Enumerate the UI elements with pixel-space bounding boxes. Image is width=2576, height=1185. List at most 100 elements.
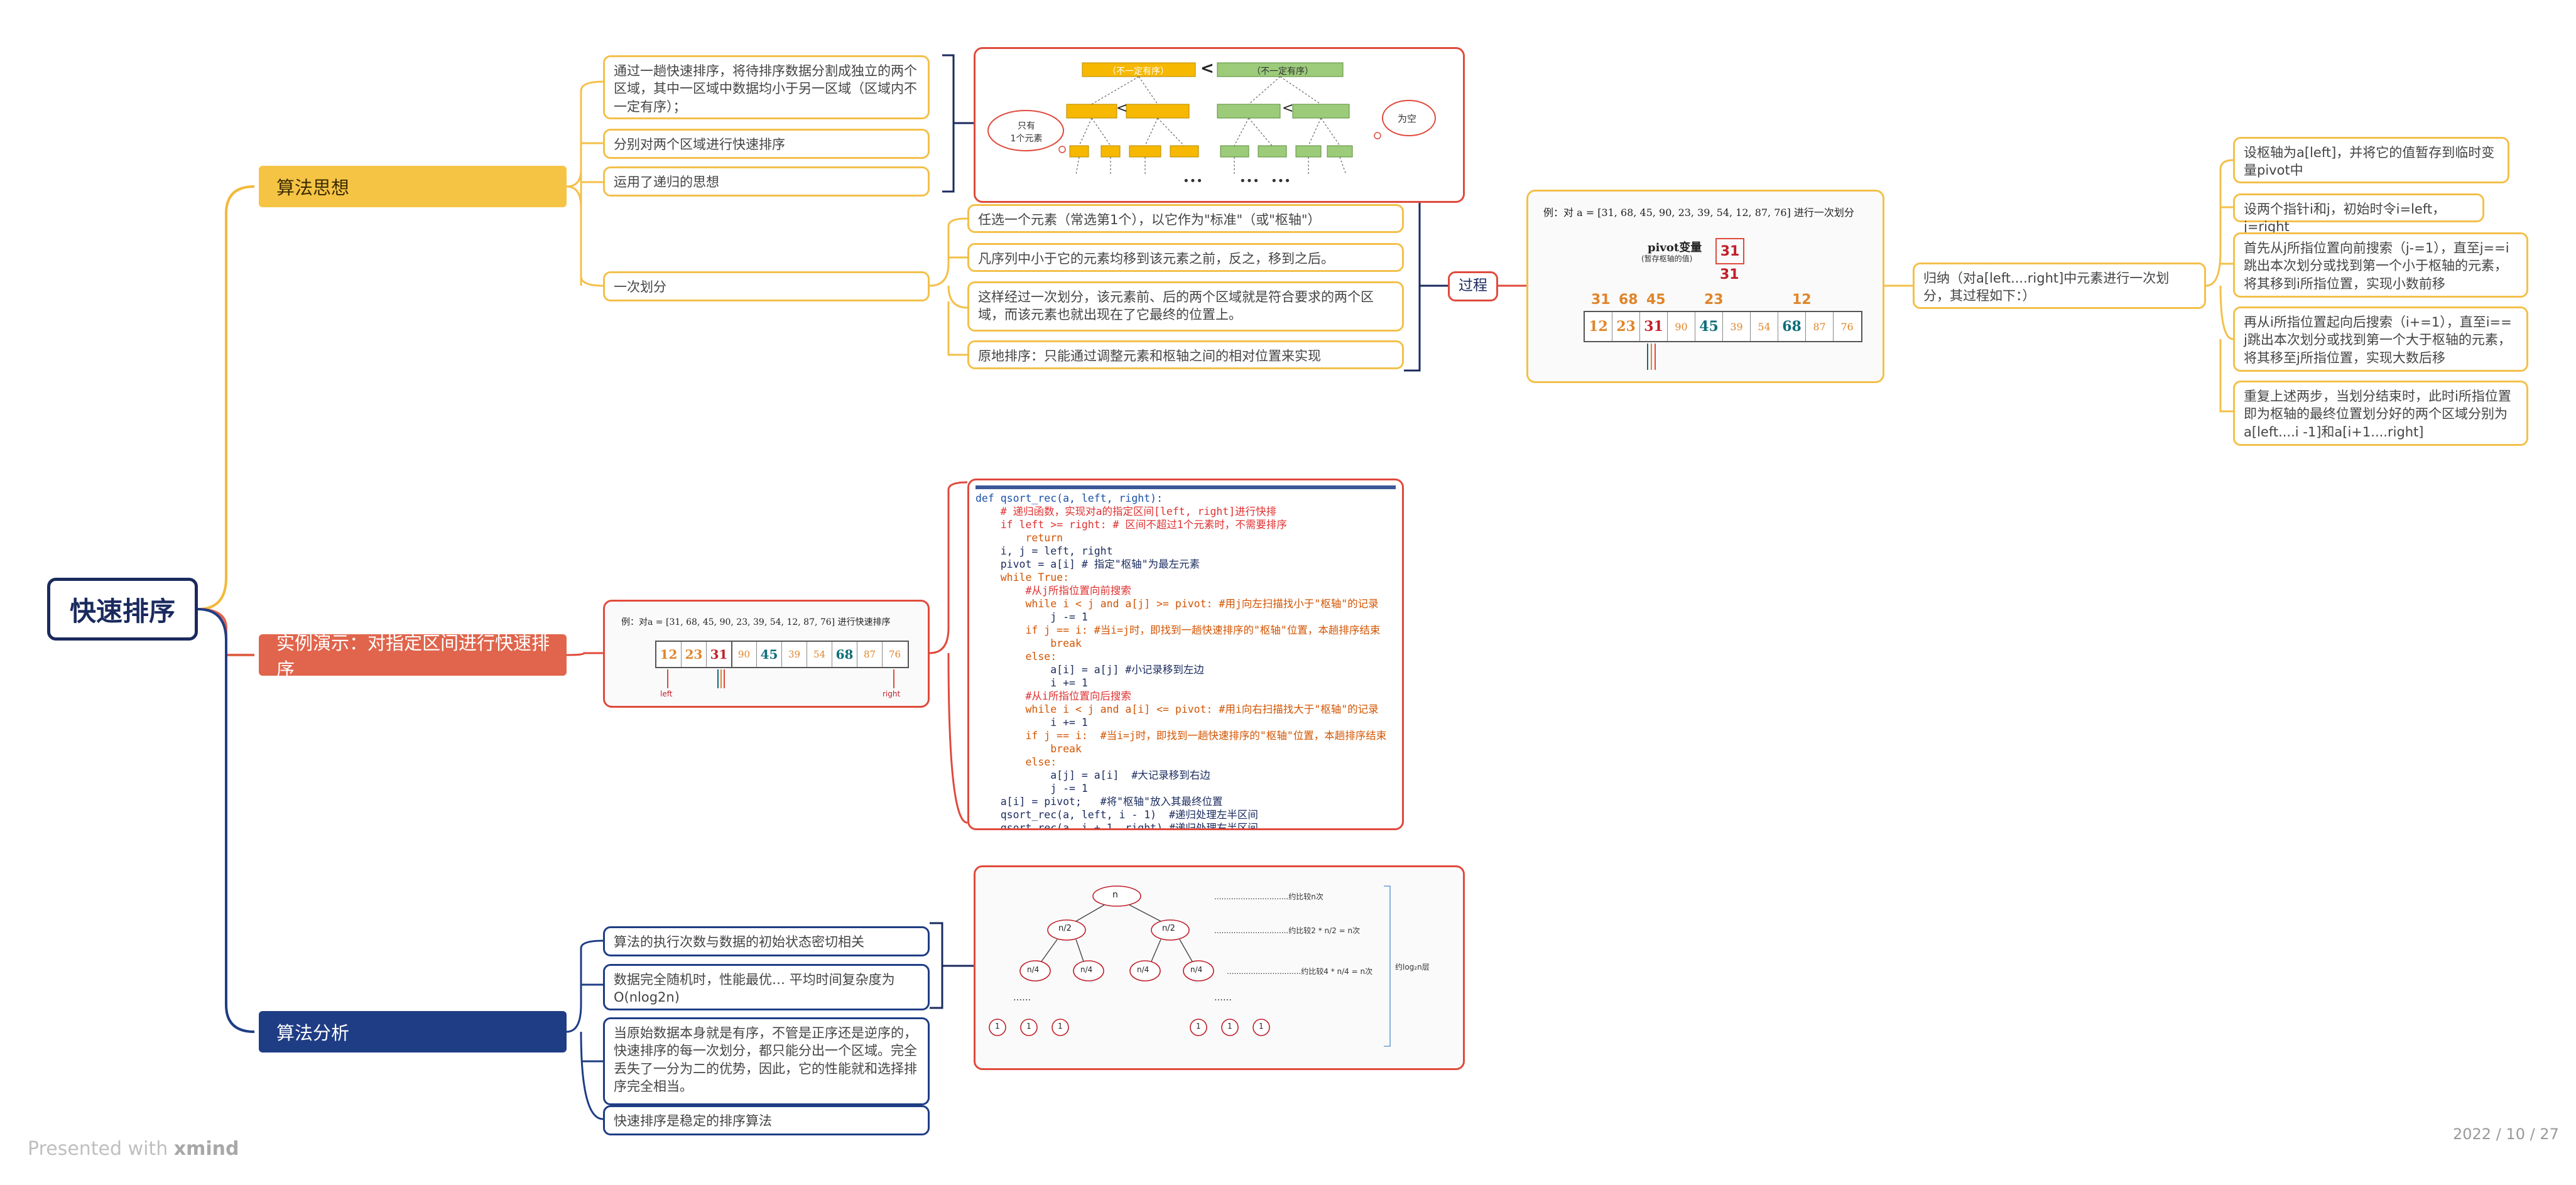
code-line: i, j = left, right — [976, 545, 1113, 557]
tree-leaf-1: 1 — [1196, 1022, 1201, 1031]
pointer-arrows — [1647, 344, 1656, 370]
step-5[interactable]: 重复上述两步，当划分结束时，此时i所指位置即为枢轴的最终位置划分好的两个区域分别… — [2233, 381, 2528, 446]
demo-cell: 90 — [732, 642, 757, 667]
complexity-tree — [989, 885, 1391, 1047]
partition-leaf-result[interactable]: 这样经过一次划分，该元素前、后的两个区域就是符合要求的两个区域，而该元素也就出现… — [967, 281, 1404, 332]
demo-cell: 87 — [857, 642, 883, 667]
diagram-less-than: < — [1200, 59, 1214, 78]
diagram-ellipsis-3: ••• — [1271, 175, 1291, 188]
diagram-ellipsis-1: ••• — [1183, 175, 1203, 188]
diagram-ellipsis-2: ••• — [1239, 175, 1259, 188]
demo-left-label: left — [660, 690, 673, 698]
diagram-less-than-3: < — [1282, 100, 1294, 116]
code-header-bar — [976, 485, 1396, 489]
demo-example-card[interactable]: 例：对a = [31, 68, 45, 90, 23, 39, 54, 12, … — [603, 600, 930, 708]
partition-leaf-in-place[interactable]: 原地排序：只能通过调整元素和枢轴之间的相对位置来实现 — [967, 340, 1404, 369]
tree-leaf-1: 1 — [1026, 1022, 1031, 1031]
top-number-2: 68 — [1619, 292, 1638, 308]
idea-leaf-partition-desc[interactable]: 通过一趟快速排序，将待排序数据分割成独立的两个区域，其中一区域中数据均小于另一区… — [603, 55, 930, 119]
code-card[interactable]: def qsort_rec(a, left, right): # 递归函数，实现… — [967, 479, 1404, 830]
tree-node-n: n — [1112, 890, 1118, 900]
code-line: j -= 1 — [976, 611, 1088, 623]
diagram-cloud-right: 为空 — [1398, 113, 1417, 124]
code-line: else: — [976, 651, 1057, 663]
analysis-leaf-stability[interactable]: 快速排序是稳定的排序算法 — [603, 1105, 930, 1135]
analysis-leaf-worst-case[interactable]: 当原始数据本身就是有序，不管是正序还是逆序的，快速排序的每一次划分，都只能分出一… — [603, 1017, 930, 1105]
demo-cell: 39 — [782, 642, 807, 667]
xmind-logo: xmind — [173, 1138, 239, 1160]
step-4[interactable]: 再从i所指位置起向后搜索（i+=1），直至i== j跳出本次划分或找到第一个大于… — [2233, 306, 2528, 372]
array-cell: 39 — [1723, 312, 1751, 341]
array-cell: 76 — [1840, 320, 1854, 333]
pivot-value-below: 31 — [1720, 267, 1739, 283]
array-cell: 31 — [1640, 312, 1668, 341]
pivot-variable-sub: (暂存枢轴的值) — [1641, 254, 1693, 263]
code-line: #从j所指位置向前搜索 — [976, 585, 1131, 597]
code-line: #从i所指位置向后搜索 — [976, 690, 1131, 702]
branch-demo[interactable]: 实例演示：对指定区间进行快速排序 — [259, 632, 567, 680]
tree-node-n2-right: n/2 — [1162, 924, 1175, 933]
tree-dots-right: …… — [1214, 993, 1232, 1003]
tree-node-n4: n/4 — [1080, 965, 1093, 974]
code-line: while i < j and a[j] >= pivot: #用j向左扫描找小… — [976, 598, 1379, 610]
diagram-label-top-right: （不一定有序） — [1252, 67, 1313, 77]
footer-date: 2022 / 10 / 27 — [2453, 1125, 2559, 1143]
demo-right-label: right — [883, 690, 901, 698]
diagram-label-top-left: （不一定有序） — [1107, 67, 1169, 77]
code-line: qsort_rec(a, i + 1, right) #递归处理右半区间 — [976, 822, 1258, 830]
idea-diagram-card[interactable]: （不一定有序） （不一定有序） < < < 只有 1个元素 为空 ••• •••… — [974, 47, 1465, 203]
idea-leaf-recursion[interactable]: 运用了递归的思想 — [603, 166, 930, 197]
code-line: while True: — [976, 571, 1070, 583]
array-cell: 68 — [1778, 312, 1806, 341]
partition-leaf-choose-pivot[interactable]: 任选一个元素（常选第1个），以它作为"标准"（或"枢轴"） — [967, 204, 1404, 233]
demo-cell: 45 — [757, 642, 782, 667]
partition-array: 12 23 31 90 45 39 54 68 87 76 — [1584, 311, 1862, 342]
idea-leaf-one-partition[interactable]: 一次划分 — [603, 271, 930, 301]
code-line: a[i] = a[j] #小记录移到左边 — [976, 664, 1204, 676]
compare-level-3: ...............................约比较4 * n/… — [1227, 967, 1373, 976]
partition-summary[interactable]: 归纳（对a[left....right]中元素进行一次划分，其过程如下：） — [1913, 262, 2206, 309]
code-line: a[j] = a[i] #大记录移到右边 — [976, 769, 1210, 781]
code-line: return — [976, 532, 1063, 544]
array-cell: 12 — [1585, 312, 1612, 341]
demo-array: 12 23 31 90 45 39 54 68 87 76 — [655, 641, 909, 668]
tree-dots-left: …… — [1013, 993, 1031, 1003]
top-number-3: 45 — [1646, 292, 1666, 308]
tree-node-n4: n/4 — [1137, 965, 1149, 974]
tree-node-n4: n/4 — [1190, 965, 1203, 974]
idea-leaf-sort-each[interactable]: 分别对两个区域进行快速排序 — [603, 129, 930, 159]
demo-cell: 76 — [888, 649, 901, 660]
tree-leaf-1: 1 — [1259, 1022, 1264, 1031]
complexity-tree-card[interactable]: n n/2 n/2 n/4 n/4 n/4 n/4 …… …… 1 1 1 1 … — [974, 865, 1465, 1070]
code-line: i += 1 — [976, 717, 1088, 728]
branch-algorithm-idea[interactable]: 算法思想 — [259, 166, 567, 207]
partition-leaf-move[interactable]: 凡序列中小于它的元素均移到该元素之前，反之，移到之后。 — [967, 243, 1404, 272]
analysis-leaf-complexity[interactable]: 数据完全随机时，性能最优… 平均时间复杂度为O(nlog2n) — [603, 964, 930, 1010]
step-1[interactable]: 设枢轴为a[left]，并将它的值暂存到临时变量pivot中 — [2233, 137, 2509, 183]
pivot-variable-label: pivot变量 — [1648, 241, 1702, 254]
diagram-less-than-2: < — [1116, 100, 1128, 116]
tree-leaf-1: 1 — [1058, 1022, 1063, 1031]
top-number-5: 12 — [1792, 292, 1812, 308]
process-node[interactable]: 过程 — [1448, 271, 1498, 301]
branch-analysis[interactable]: 算法分析 — [259, 1011, 567, 1052]
code-line: i += 1 — [976, 677, 1088, 689]
code-line: j -= 1 — [976, 782, 1088, 794]
compare-level-2: ...............................约比较2 * n/… — [1214, 926, 1361, 935]
top-number-1: 31 — [1591, 292, 1611, 308]
tree-leaf-1: 1 — [1227, 1022, 1232, 1031]
code-line: while i < j and a[i] <= pivot: #用i向右扫描找大… — [976, 703, 1379, 715]
code-line: # 递归函数，实现对a的指定区间[left, right]进行快排 — [976, 506, 1277, 517]
compare-level-1: ...............................约比较n次 — [1214, 892, 1323, 901]
footer-presented-with: Presented with xmind — [28, 1138, 239, 1160]
step-3[interactable]: 首先从j所指位置向前搜索（j-=1），直至j==i跳出本次划分或找到第一个小于枢… — [2233, 232, 2528, 298]
root-topic[interactable]: 快速排序 — [47, 578, 198, 641]
footer-prefix: Presented with — [28, 1138, 174, 1160]
code-line: qsort_rec(a, left, i - 1) #递归处理左半区间 — [976, 809, 1258, 821]
step-2[interactable]: 设两个指针i和j，初始时令i=left，j=right — [2233, 193, 2484, 234]
code-line: def qsort_rec(a, left, right): — [976, 492, 1163, 504]
partition-example-card[interactable]: 例：对 a = [31, 68, 45, 90, 23, 39, 54, 12,… — [1526, 190, 1884, 383]
demo-cell: 54 — [807, 642, 832, 667]
code-line: pivot = a[i] # 指定"枢轴"为最左元素 — [976, 558, 1200, 570]
analysis-leaf-initial-state[interactable]: 算法的执行次数与数据的初始状态密切相关 — [603, 926, 930, 956]
